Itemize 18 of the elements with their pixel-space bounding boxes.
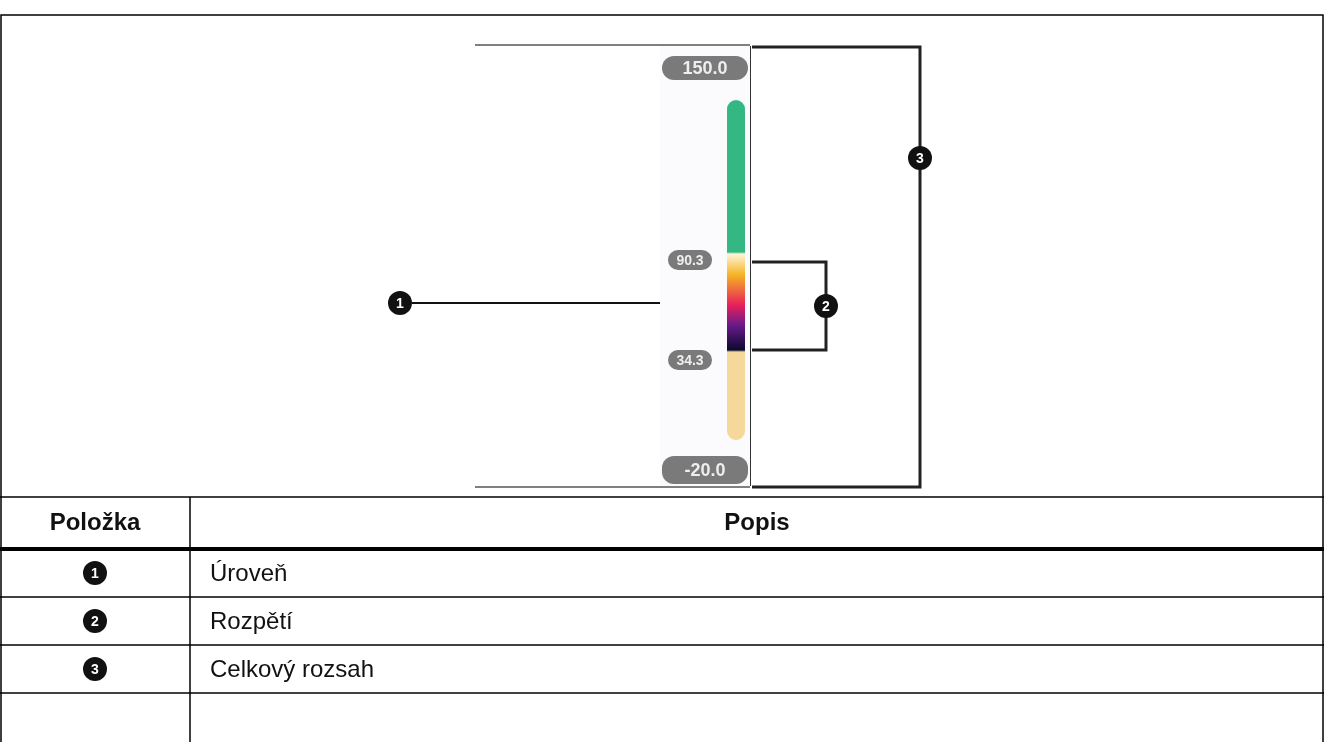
scale-value: 150.0 <box>662 56 748 80</box>
scale-value: -20.0 <box>662 456 748 484</box>
callout-number: 3 <box>83 657 107 681</box>
callout-number: 3 <box>908 146 932 170</box>
color-scale-panel <box>660 46 751 486</box>
column-header: Položka <box>48 507 142 537</box>
callout-number: 2 <box>814 294 838 318</box>
callout-number: 1 <box>388 291 412 315</box>
column-header: Popis <box>723 507 791 537</box>
scale-value: 90.3 <box>668 250 712 270</box>
color-scale-bar <box>727 100 745 440</box>
callout-number: 2 <box>83 609 107 633</box>
callout-number: 1 <box>83 561 107 585</box>
table-cell-text: Úroveň <box>210 558 288 588</box>
table-cell-text: Celkový rozsah <box>210 654 375 684</box>
table-cell-text: Rozpětí <box>210 606 293 636</box>
leader-line <box>411 302 661 304</box>
scale-value: 34.3 <box>668 350 712 370</box>
